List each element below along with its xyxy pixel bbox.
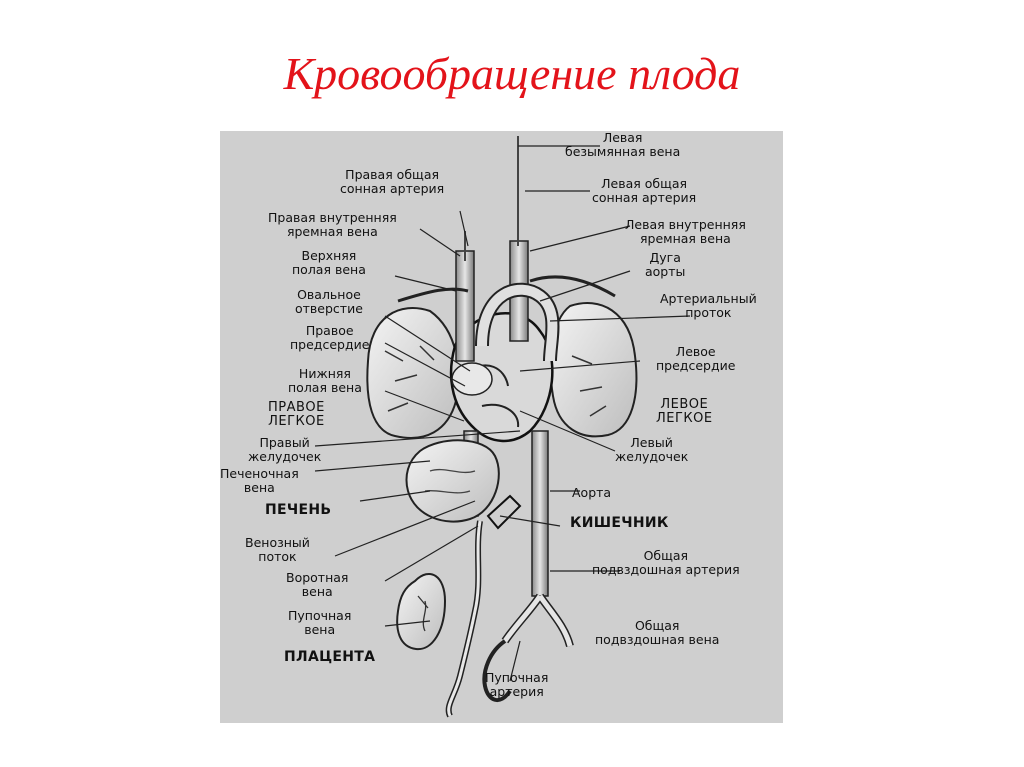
label-ductus-arteriosus: Артериальный проток: [660, 291, 757, 320]
anatomy-illustration: [314, 136, 691, 718]
label-right-internal-jugular: Правая внутренняя яремная вена: [268, 210, 397, 239]
label-aorta: Аорта: [572, 485, 612, 500]
descending-aorta-vessel: [531, 430, 549, 597]
label-liver: ПЕЧЕНЬ: [265, 502, 332, 518]
label-hepatic-vein: Печеночная вена: [220, 466, 299, 495]
label-right-common-carotid: Правая общая сонная артерия: [340, 167, 445, 196]
fetal-circulation-diagram: Левая безымянная вена Правая общая сонна…: [220, 131, 783, 723]
label-right-lung: ПРАВОЕ ЛЕГКОЕ: [268, 400, 325, 429]
label-left-atrium: Левое предсердие: [656, 344, 736, 373]
placenta-shape: [396, 572, 447, 651]
label-inferior-vena-cava: Нижняя полая вена: [288, 366, 362, 395]
label-intestine: КИШЕЧНИК: [570, 515, 669, 531]
leader-lines: [314, 145, 691, 682]
label-left-innominate-vein: Левая безымянная вена: [565, 131, 681, 159]
label-right-ventricle: Правый желудочек: [248, 435, 322, 464]
label-umbilical-artery: Пупочная артерия: [485, 670, 549, 699]
label-left-lung: ЛЕВОЕ ЛЕГКОЕ: [656, 397, 713, 426]
umbilical-vein-vessel: [445, 520, 483, 718]
label-common-iliac-artery: Общая подвздошная артерия: [592, 548, 740, 577]
label-placenta: ПЛАЦЕНТА: [284, 649, 376, 665]
label-common-iliac-vein: Общая подвздошная вена: [595, 618, 720, 647]
intestine-shape: [486, 494, 522, 530]
label-umbilical-vein: Пупочная вена: [288, 608, 352, 637]
umbilical-artery-vessel: [482, 639, 512, 702]
label-superior-vena-cava: Верхняя полая вена: [292, 248, 366, 277]
label-left-common-carotid: Левая общая сонная артерия: [592, 176, 697, 205]
label-right-atrium: Правое предсердие: [290, 323, 370, 352]
label-aortic-arch: Дуга аорты: [645, 250, 686, 279]
right-lung-shape: [366, 307, 460, 439]
label-ductus-venosus: Венозный поток: [245, 535, 310, 564]
label-left-internal-jugular: Левая внутренняя яремная вена: [625, 217, 746, 246]
slide-title: Кровообращение плода: [283, 48, 741, 99]
label-left-ventricle: Левый желудочек: [615, 435, 689, 464]
label-portal-vein: Воротная вена: [286, 570, 349, 599]
label-foramen-ovale: Овальное отверстие: [295, 287, 363, 316]
superior-vena-cava-vessel: [455, 250, 475, 362]
left-lung-shape: [549, 302, 638, 438]
